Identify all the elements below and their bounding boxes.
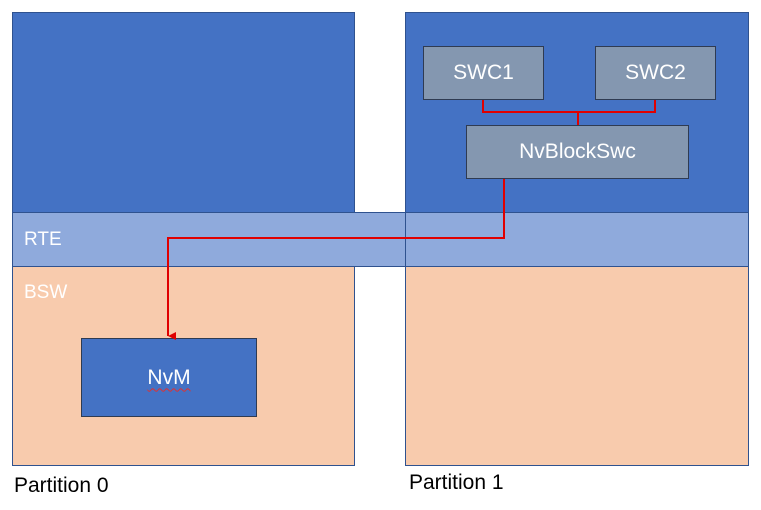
partition1-bsw-layer: [405, 266, 749, 466]
swc2-component[interactable]: SWC2: [595, 46, 716, 100]
swc1-component[interactable]: SWC1: [423, 46, 544, 100]
nvm-component[interactable]: NvM: [81, 338, 257, 417]
nvm-label: NvM: [147, 365, 191, 389]
partition1-label: Partition 1: [409, 471, 504, 494]
rte-partition-divider: [405, 212, 406, 267]
partition0-application-layer: [12, 12, 355, 213]
swc-to-nvblockswc-connector: [482, 100, 656, 113]
swc2-label: SWC2: [625, 61, 686, 84]
rte-layer: [12, 212, 749, 267]
nvblockswc-to-nvm-connector: [167, 179, 505, 340]
rte-label: RTE: [24, 229, 62, 250]
nvblockswc-label: NvBlockSwc: [519, 140, 636, 163]
swc1-label: SWC1: [453, 61, 514, 84]
bsw-label: BSW: [24, 282, 68, 303]
nvblockswc-component[interactable]: NvBlockSwc: [466, 125, 689, 179]
partition0-label: Partition 0: [14, 474, 109, 497]
